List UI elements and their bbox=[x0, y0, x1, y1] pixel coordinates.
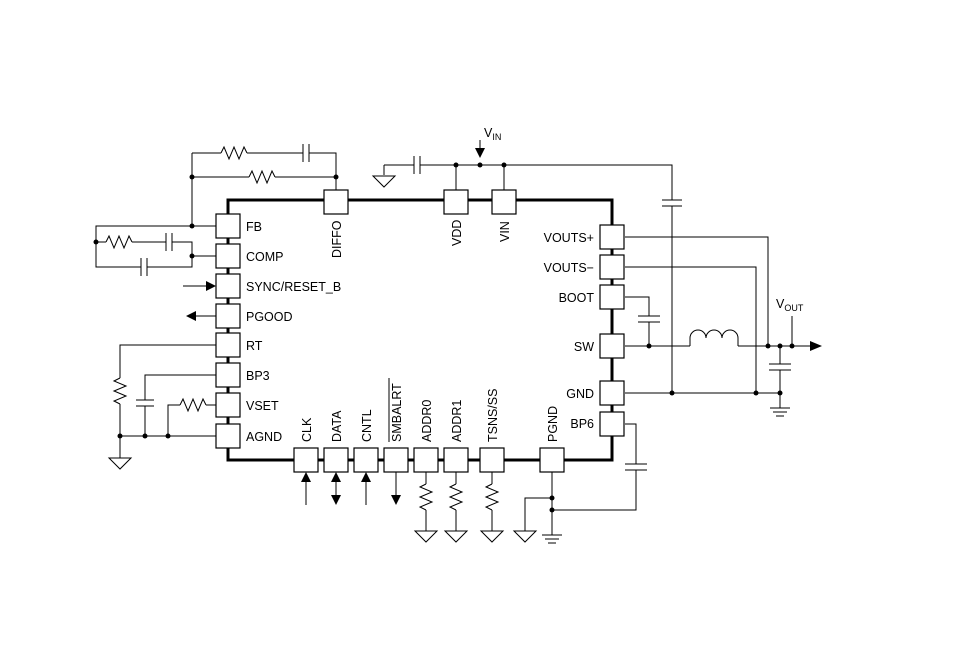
pin-label-diffo: DIFFO bbox=[330, 220, 344, 258]
pin-label-vouts-plus: VOUTS+ bbox=[544, 231, 594, 245]
pin-label-bp3: BP3 bbox=[246, 369, 270, 383]
pin-pad-pgood bbox=[215, 303, 241, 329]
sync-input-arrow bbox=[183, 281, 216, 291]
bottom-pin-pads bbox=[293, 447, 565, 473]
right-pin-pads bbox=[599, 224, 625, 437]
vin-label: VIN bbox=[484, 126, 501, 142]
pin-pad-tsns bbox=[479, 447, 505, 473]
bus-arrows bbox=[301, 472, 401, 505]
left-pin-labels: FB COMP SYNC/RESET_B PGOOD RT BP3 VSET A… bbox=[246, 220, 341, 444]
pin-label-pgood: PGOOD bbox=[246, 310, 293, 324]
pin-pad-sw bbox=[599, 333, 625, 359]
pin-label-boot: BOOT bbox=[559, 291, 595, 305]
pin-pad-cntl bbox=[353, 447, 379, 473]
pin-pad-comp bbox=[215, 243, 241, 269]
vin-supply-network bbox=[372, 140, 682, 393]
pin-label-fb: FB bbox=[246, 220, 262, 234]
right-pin-labels: VOUTS+ VOUTS− BOOT SW GND BP6 bbox=[544, 231, 595, 431]
pin-label-sync-reset: SYNC/RESET_B bbox=[246, 280, 341, 294]
vout-label: VOUT bbox=[776, 297, 804, 313]
pin-pad-diffo bbox=[323, 189, 349, 215]
addr-tsns-resistors bbox=[414, 472, 504, 543]
pin-label-clk: CLK bbox=[300, 417, 314, 442]
left-pin-pads bbox=[215, 213, 241, 449]
pin-pad-clk bbox=[293, 447, 319, 473]
pgnd-network bbox=[513, 472, 562, 544]
pin-label-sw: SW bbox=[574, 340, 594, 354]
pin-label-vset: VSET bbox=[246, 399, 279, 413]
bp6-network bbox=[552, 423, 647, 511]
pin-label-addr1: ADDR1 bbox=[450, 400, 464, 442]
pin-label-smbalrt: SMBALRT bbox=[390, 383, 404, 442]
pin-pad-bp6 bbox=[599, 411, 625, 437]
pin-label-vdd: VDD bbox=[450, 220, 464, 246]
pin-pad-vin bbox=[491, 189, 517, 215]
ic-body bbox=[226, 198, 614, 462]
comp-network bbox=[93, 225, 216, 276]
pin-label-comp: COMP bbox=[246, 250, 284, 264]
pin-label-bp6: BP6 bbox=[570, 417, 594, 431]
pin-label-agnd: AGND bbox=[246, 430, 282, 444]
pgood-output-arrow bbox=[186, 311, 216, 321]
top-pin-labels: DIFFO VDD VIN bbox=[330, 220, 512, 258]
pin-pad-rt bbox=[215, 332, 241, 358]
pin-pad-sync bbox=[215, 273, 241, 299]
bottom-pin-labels: CLK DATA CNTL SMBALRT ADDR0 ADDR1 TSNS/S… bbox=[300, 378, 560, 442]
pin-pad-pgnd bbox=[539, 447, 565, 473]
pin-label-data: DATA bbox=[330, 410, 344, 442]
pin-label-cntl: CNTL bbox=[360, 409, 374, 442]
pin-label-gnd: GND bbox=[566, 387, 594, 401]
pin-pad-addr1 bbox=[443, 447, 469, 473]
feedback-network bbox=[189, 144, 339, 229]
pin-label-rt: RT bbox=[246, 339, 263, 353]
pin-pad-boot bbox=[599, 284, 625, 310]
rt-bp3-vset-network bbox=[108, 344, 216, 470]
pin-label-addr0: ADDR0 bbox=[420, 400, 434, 442]
pin-pad-vdd bbox=[443, 189, 469, 215]
pin-pad-gnd bbox=[599, 380, 625, 406]
pin-pad-vouts-plus bbox=[599, 224, 625, 250]
pin-label-vin: VIN bbox=[498, 221, 512, 242]
pin-pad-agnd bbox=[215, 423, 241, 449]
pin-pad-fb bbox=[215, 213, 241, 239]
pin-pad-smbalrt bbox=[383, 447, 409, 473]
pin-pad-vset bbox=[215, 392, 241, 418]
pin-pad-addr0 bbox=[413, 447, 439, 473]
pin-pad-bp3 bbox=[215, 362, 241, 388]
output-stage bbox=[625, 236, 822, 417]
pin-pad-data bbox=[323, 447, 349, 473]
pin-label-vouts-minus: VOUTS− bbox=[544, 261, 594, 275]
pin-pad-vouts-minus bbox=[599, 254, 625, 280]
top-pin-pads bbox=[323, 189, 517, 215]
pin-label-tsns-ss: TSNS/SS bbox=[486, 389, 500, 443]
pin-label-pgnd: PGND bbox=[546, 406, 560, 442]
